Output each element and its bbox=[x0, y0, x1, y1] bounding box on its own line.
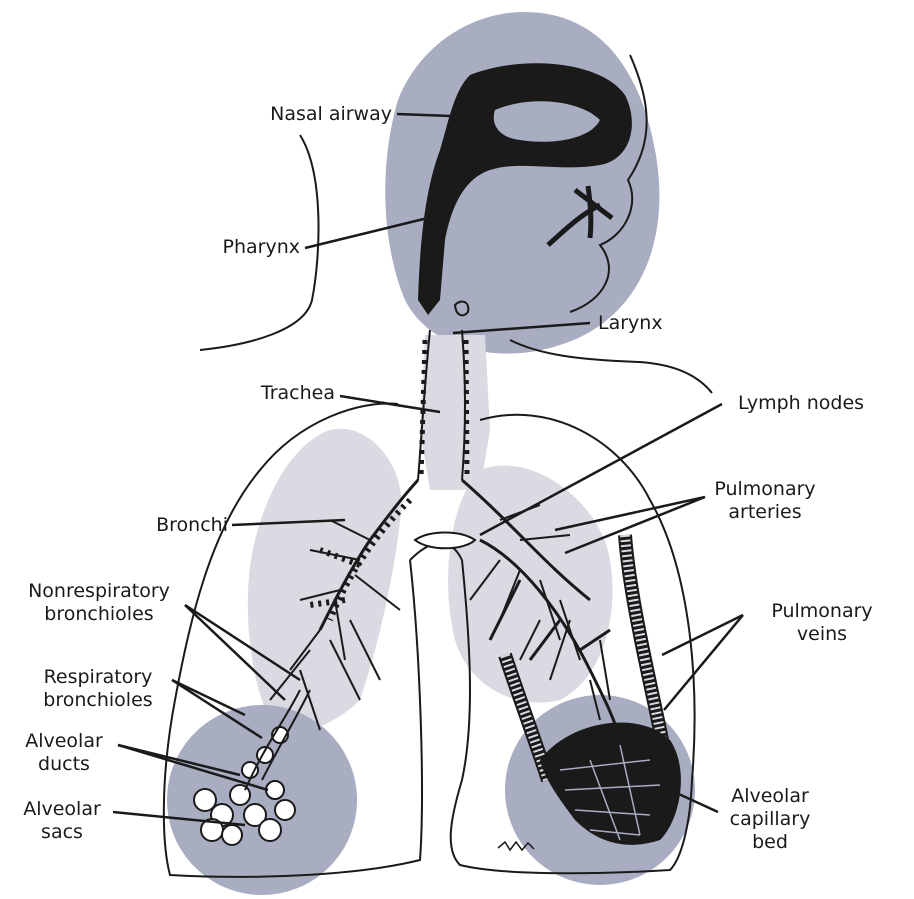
label-pulmonary-veins: Pulmonary veins bbox=[752, 600, 892, 646]
leader-resp-a bbox=[172, 680, 245, 715]
label-line: ducts bbox=[14, 753, 114, 776]
label-larynx: Larynx bbox=[598, 312, 663, 335]
label-alveolar-capillary-bed: Alveolar capillary bed bbox=[715, 785, 825, 854]
alveolus bbox=[275, 800, 295, 820]
label-line: sacs bbox=[14, 821, 110, 844]
label-line: veins bbox=[752, 623, 892, 646]
label-line: Pulmonary bbox=[752, 600, 892, 623]
leader-pulm-veins-a bbox=[662, 615, 743, 655]
label-pharynx: Pharynx bbox=[190, 236, 300, 259]
label-line: Alveolar bbox=[14, 798, 110, 821]
neck-trachea-region bbox=[420, 335, 490, 490]
label-line: bed bbox=[715, 831, 825, 854]
label-nonrespiratory-bronchioles: Nonrespiratory bronchioles bbox=[4, 580, 194, 626]
label-line: Nonrespiratory bbox=[4, 580, 194, 603]
label-lymph-nodes: Lymph nodes bbox=[738, 392, 864, 415]
label-respiratory-bronchioles: Respiratory bronchioles bbox=[28, 666, 168, 712]
label-alveolar-ducts: Alveolar ducts bbox=[14, 730, 114, 776]
label-line: Alveolar bbox=[14, 730, 114, 753]
label-line: capillary bbox=[715, 808, 825, 831]
label-nasal-airway: Nasal airway bbox=[232, 103, 392, 126]
label-line: Pulmonary bbox=[700, 478, 830, 501]
alveolus bbox=[259, 819, 281, 841]
label-alveolar-sacs: Alveolar sacs bbox=[14, 798, 110, 844]
alveolus bbox=[266, 781, 284, 799]
label-pulmonary-arteries: Pulmonary arteries bbox=[700, 478, 830, 524]
label-line: bronchioles bbox=[28, 689, 168, 712]
label-line: bronchioles bbox=[4, 603, 194, 626]
leader-pulm-veins-b bbox=[664, 615, 743, 710]
label-line: arteries bbox=[700, 501, 830, 524]
alveolus bbox=[222, 825, 242, 845]
label-bronchi: Bronchi bbox=[110, 514, 228, 537]
pulmonary-trunk bbox=[415, 533, 475, 549]
alveolus bbox=[230, 785, 250, 805]
label-line: Alveolar bbox=[715, 785, 825, 808]
label-line: Respiratory bbox=[28, 666, 168, 689]
label-trachea: Trachea bbox=[200, 382, 335, 405]
